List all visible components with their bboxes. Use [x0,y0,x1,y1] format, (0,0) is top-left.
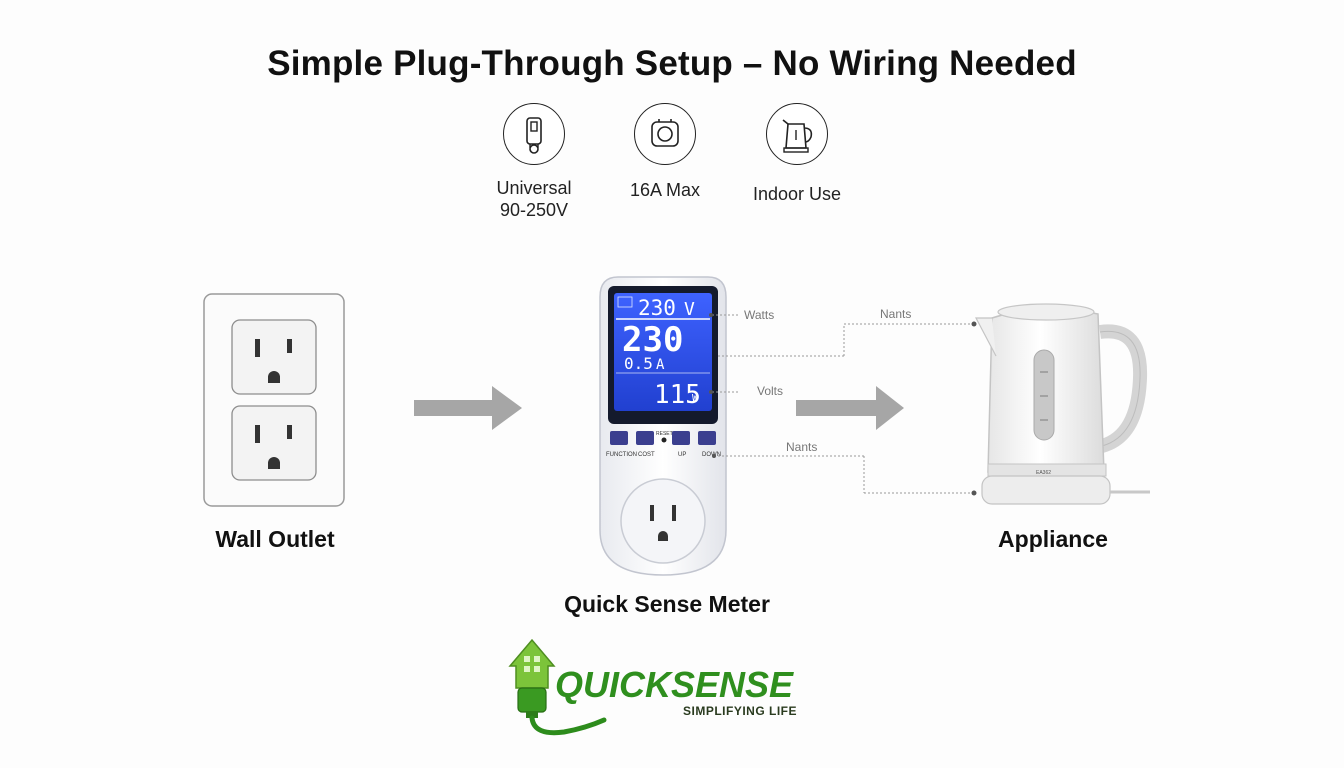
callout-nants-top: Nants [880,307,912,321]
outlet-receptacle-bottom [231,405,317,481]
down-button[interactable] [698,431,716,445]
page-title: Simple Plug-Through Setup – No Wiring Ne… [267,44,1077,83]
callout-watts: Watts [744,308,775,322]
function-label: FUNCTION [606,452,637,458]
lcd-power-unit: W [692,393,699,404]
feature-label-line1: 16A Max [629,180,701,200]
callout-lines [700,300,990,505]
water-level-window [1033,349,1055,441]
plug-house-logo-icon [508,638,607,736]
arrow-right-icon [414,384,524,432]
reset-button[interactable] [661,437,667,443]
cost-label: COST [638,452,655,458]
lcd-current-unit: A [656,357,665,373]
wall-outlet-label: Wall Outlet [215,526,335,552]
kettle-badge: EA362 [1036,470,1051,476]
callout-volts: Volts [757,384,784,398]
function-button[interactable] [610,431,628,445]
callout-nants-mid: Nants [786,440,818,454]
lcd-screen [614,293,712,411]
lcd-main-reading: 230 [622,320,683,360]
arrow-right-icon [796,384,906,432]
feature-universal-voltage: Universal 90-250V [459,103,609,221]
outlet-receptacle-top [231,319,317,395]
quicksense-logo [504,636,614,745]
lcd-top-unit: V [684,299,695,320]
brand-tagline: SIMPLIFYING LIFE [683,704,798,718]
lcd-power: 115 [654,380,701,410]
cost-button[interactable] [636,431,654,445]
kettle-base [981,475,1111,505]
socket-icon [634,103,696,165]
up-label: UP [678,452,686,458]
wall-outlet-illustration [203,293,345,514]
lcd-top-voltage: 230 [638,296,676,320]
feature-label-line2: 90-250V [499,200,569,220]
feature-label-line1: Universal [496,178,572,198]
plug-icon [503,103,565,165]
up-button[interactable] [672,431,690,445]
lcd-current: 0.5 [624,354,653,373]
reset-label: RESET [656,431,673,437]
kettle-icon [766,103,828,165]
feature-indoor-use: Indoor Use [722,103,872,205]
appliance-label: Appliance [998,526,1108,552]
appliance-kettle-illustration: EA362 [972,296,1152,517]
down-label: DOWN [702,452,721,458]
meter-socket [620,478,706,564]
feature-max-current: 16A Max [590,103,740,201]
quick-sense-meter: 230 V 230 0.5 A 115 W RESET FUNCTION COS… [598,275,728,582]
feature-label-line1: Indoor Use [752,184,842,204]
meter-label: Quick Sense Meter [564,591,770,617]
brand-name: QUICKSENSE [555,664,794,705]
